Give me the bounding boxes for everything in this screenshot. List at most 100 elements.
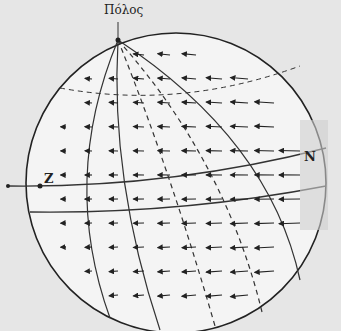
velocity-arrow	[206, 295, 222, 296]
velocity-arrow	[85, 246, 92, 247]
velocity-arrow	[231, 102, 249, 103]
velocity-arrow	[85, 270, 92, 272]
velocity-arrow	[206, 174, 222, 175]
velocity-arrow	[182, 174, 196, 175]
velocity-arrow	[231, 295, 249, 297]
velocity-arrow	[206, 102, 222, 103]
velocity-arrow	[182, 246, 196, 248]
velocity-arrow	[85, 78, 92, 80]
velocity-arrow	[158, 246, 170, 248]
velocity-arrow	[206, 198, 222, 199]
velocity-arrow	[158, 222, 170, 223]
velocity-arrow	[255, 102, 274, 103]
velocity-arrow	[231, 222, 249, 224]
velocity-arrow	[109, 150, 118, 151]
velocity-arrow	[158, 270, 170, 272]
velocity-arrow	[255, 126, 274, 128]
velocity-arrow	[206, 271, 222, 272]
velocity-arrow	[231, 198, 249, 199]
velocity-arrow	[255, 222, 274, 224]
velocity-arrow	[109, 102, 118, 104]
velocity-arrow	[109, 294, 118, 296]
velocity-arrow	[133, 78, 144, 80]
velocity-arrow	[158, 78, 170, 79]
pole-axis	[118, 22, 119, 40]
velocity-arrow	[182, 54, 196, 55]
velocity-arrows	[61, 54, 300, 297]
velocity-arrow	[182, 271, 196, 272]
velocity-arrow	[61, 174, 66, 175]
point-label: Z	[44, 172, 54, 185]
velocity-arrow	[279, 198, 300, 199]
velocity-arrow	[206, 246, 222, 248]
velocity-arrow	[182, 198, 196, 199]
velocity-arrow	[279, 222, 300, 224]
velocity-arrow	[85, 198, 92, 199]
velocity-arrow	[133, 294, 144, 296]
velocity-arrow	[158, 126, 170, 128]
velocity-arrow	[206, 222, 222, 224]
velocity-arrow	[109, 222, 118, 223]
sphere-outline	[26, 33, 326, 331]
velocity-arrow	[182, 78, 196, 79]
pole-label: Πόλος	[104, 4, 143, 16]
velocity-arrow	[255, 150, 274, 152]
velocity-arrow	[109, 126, 118, 128]
velocity-arrow	[133, 198, 144, 199]
z-dot	[38, 184, 43, 189]
velocity-arrow	[231, 150, 249, 151]
velocity-arrow	[158, 54, 170, 55]
velocity-arrow	[85, 222, 92, 223]
velocity-arrow	[61, 246, 66, 247]
shaded-limb	[300, 120, 328, 230]
velocity-arrow	[61, 198, 66, 199]
velocity-arrow	[279, 150, 300, 152]
velocity-arrow	[231, 246, 249, 248]
velocity-arrow	[61, 150, 66, 151]
velocity-arrow	[206, 150, 222, 151]
velocity-arrow	[61, 126, 66, 127]
velocity-arrow	[279, 174, 300, 175]
velocity-arrow	[85, 102, 92, 104]
velocity-arrow	[133, 126, 144, 128]
pole-dot	[116, 38, 121, 43]
parallels	[8, 66, 326, 212]
velocity-arrow	[133, 174, 144, 175]
velocity-arrow	[133, 54, 144, 55]
velocity-arrow	[85, 126, 92, 127]
velocity-arrow	[133, 102, 144, 104]
velocity-arrow	[158, 295, 170, 296]
velocity-arrow	[182, 222, 196, 224]
velocity-arrow	[255, 271, 274, 272]
velocity-arrow	[231, 174, 249, 175]
velocity-arrow	[206, 126, 222, 128]
velocity-arrow	[133, 150, 144, 151]
velocity-arrow	[182, 295, 196, 296]
point-label: N	[304, 150, 316, 163]
velocity-arrow	[85, 174, 92, 175]
velocity-arrow	[231, 271, 249, 272]
meridians	[87, 40, 300, 330]
velocity-arrow	[158, 174, 170, 175]
velocity-arrow	[109, 246, 118, 248]
velocity-arrow	[182, 126, 196, 128]
velocity-arrow	[158, 150, 170, 151]
axis-end	[6, 184, 10, 188]
velocity-arrow	[133, 270, 144, 272]
velocity-arrow	[61, 222, 66, 223]
velocity-arrow	[255, 174, 274, 175]
velocity-arrow	[109, 174, 118, 175]
velocity-arrow	[133, 222, 144, 223]
velocity-arrow	[206, 78, 222, 79]
velocity-arrow	[109, 78, 118, 80]
velocity-arrow	[231, 126, 249, 128]
velocity-arrow	[231, 78, 249, 80]
velocity-arrow	[182, 150, 196, 151]
velocity-arrow	[255, 247, 274, 248]
velocity-arrow	[255, 198, 274, 199]
velocity-arrow	[182, 102, 196, 104]
velocity-arrow	[133, 246, 144, 248]
velocity-arrow	[109, 270, 118, 272]
velocity-arrow	[158, 102, 170, 104]
